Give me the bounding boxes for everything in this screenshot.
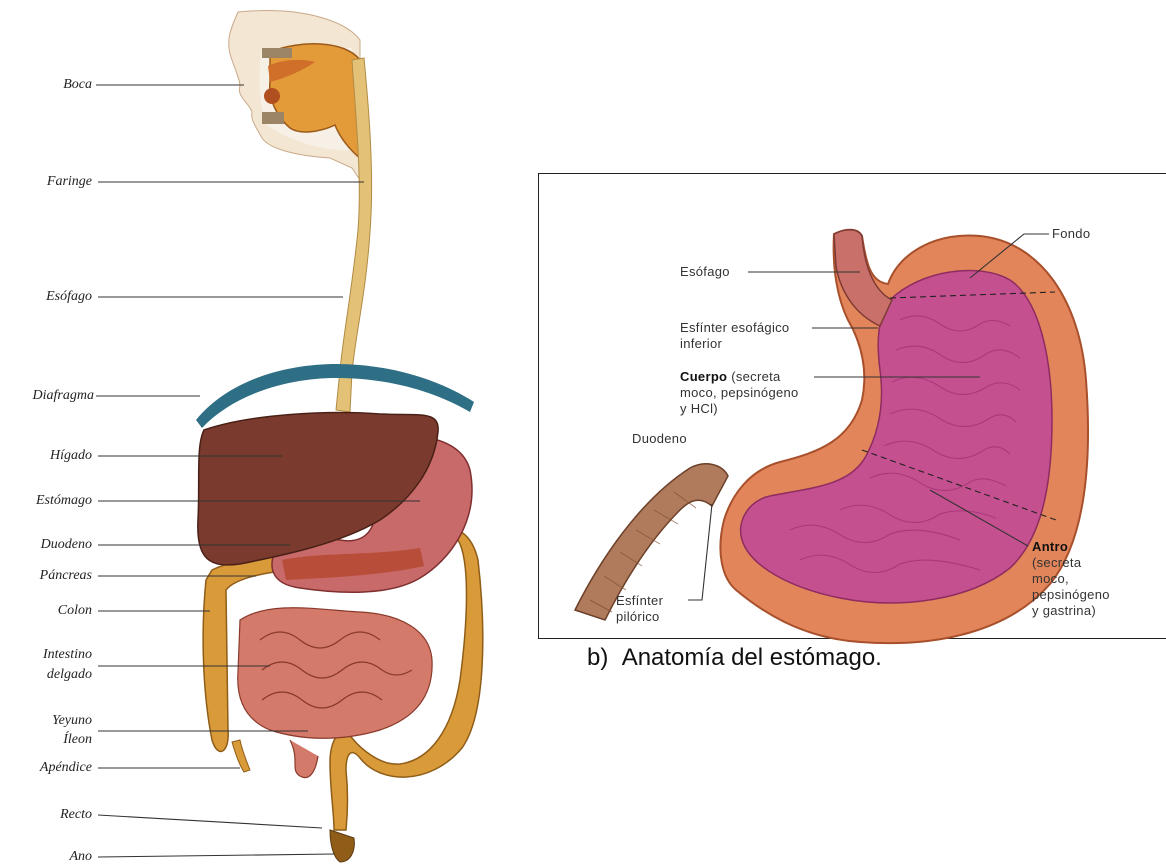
label-cuerpo: Cuerpo (secreta moco, pepsinógeno y HCl) bbox=[680, 369, 799, 417]
label-cuerpo-1: (secreta bbox=[727, 369, 780, 384]
label-fondo: Fondo bbox=[1052, 226, 1090, 242]
label-esfinter-pilorico-1: Esfínter bbox=[616, 593, 663, 608]
caption-marker: b) bbox=[587, 644, 608, 671]
label-antro: Antro (secreta moco, pepsinógeno y gastr… bbox=[1032, 539, 1110, 619]
figure-caption: b) Anatomía del estómago. bbox=[587, 644, 882, 672]
stomach-esophagus-tube bbox=[834, 230, 892, 326]
label-antro-1: (secreta bbox=[1032, 555, 1081, 570]
label-esfinter-esofagico: Esfínter esofágico inferior bbox=[680, 320, 789, 352]
label-cuerpo-title: Cuerpo bbox=[680, 369, 727, 384]
label-antro-2: moco, bbox=[1032, 571, 1069, 586]
label-esfinter-pilorico: Esfínter pilórico bbox=[616, 593, 663, 625]
label-antro-title: Antro bbox=[1032, 539, 1068, 554]
label-antro-4: y gastrina) bbox=[1032, 603, 1096, 618]
label-antro-3: pepsinógeno bbox=[1032, 587, 1110, 602]
label-esfinter-esofagico-1: Esfínter esofágico bbox=[680, 320, 789, 335]
label-cuerpo-3: y HCl) bbox=[680, 401, 718, 416]
label-esfinter-esofagico-2: inferior bbox=[680, 336, 722, 351]
label-stomach-esofago: Esófago bbox=[680, 264, 730, 280]
label-cuerpo-2: moco, pepsinógeno bbox=[680, 385, 799, 400]
label-stomach-duodeno: Duodeno bbox=[632, 431, 687, 447]
caption-text: Anatomía del estómago. bbox=[622, 644, 882, 671]
label-esfinter-pilorico-2: pilórico bbox=[616, 609, 660, 624]
